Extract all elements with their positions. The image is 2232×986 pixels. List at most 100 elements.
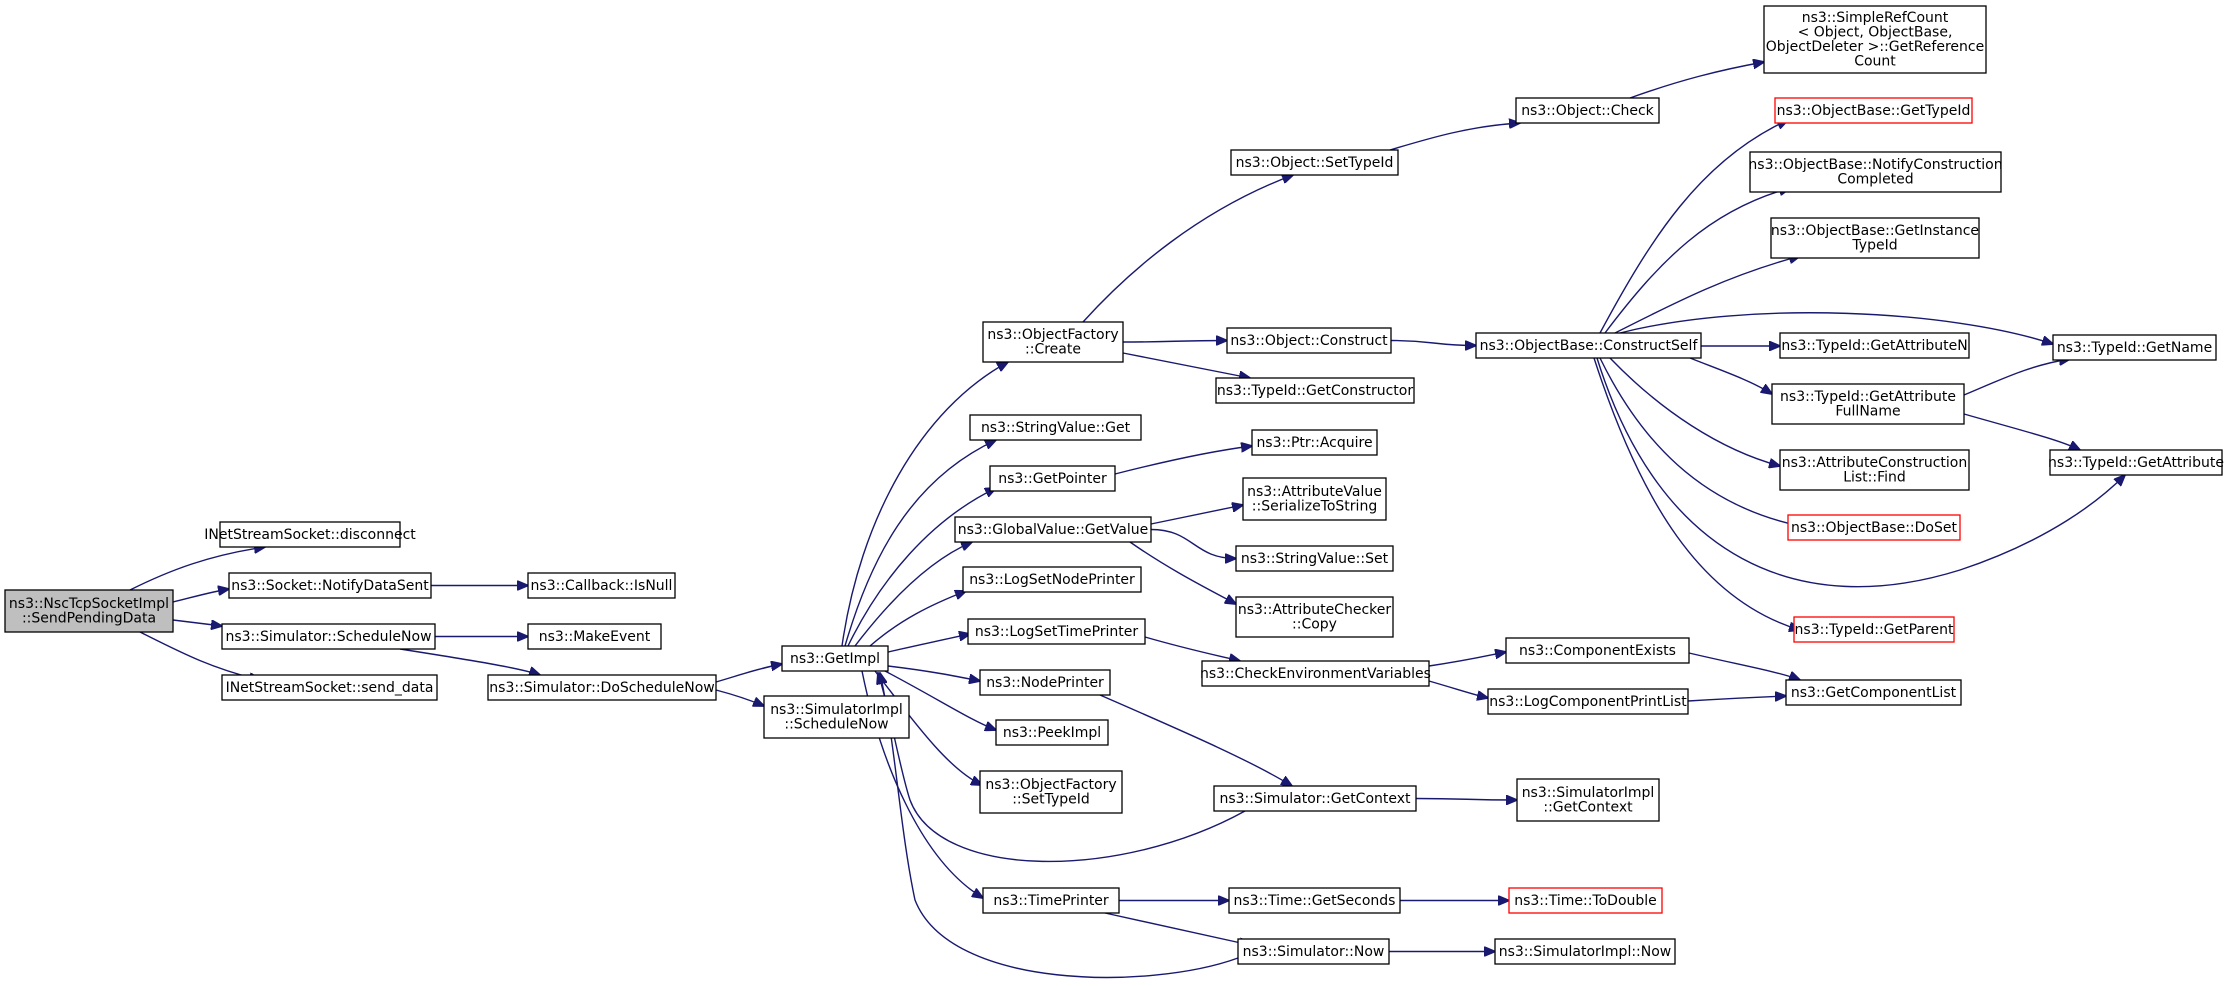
node-objsettypeid[interactable]: ns3::Object::SetTypeId: [1230, 149, 1399, 176]
node-obconstructself[interactable]: ns3::ObjectBase::ConstructSelf: [1475, 332, 1702, 359]
node-getimpl[interactable]: ns3::GetImpl: [781, 645, 889, 672]
call-edge-simnow-to-getimpl: [880, 673, 1239, 979]
call-edge-getimpl-to-ofsettypeid: [874, 670, 982, 785]
call-edge-ofcreate-to-getconstructor: [1122, 352, 1250, 378]
node-obgettypeid[interactable]: ns3::ObjectBase::GetTypeId: [1774, 97, 1973, 124]
node-box: [781, 645, 889, 672]
node-label: ns3::TypeId::GetConstructor: [1217, 383, 1413, 399]
node-label: ns3::GlobalValue::GetValue: [958, 522, 1148, 538]
node-obdoset[interactable]: ns3::ObjectBase::DoSet: [1787, 514, 1961, 541]
node-label: ns3::GetComponentList: [1791, 685, 1957, 701]
node-label: ns3::LogSetTimePrinter: [975, 624, 1139, 640]
node-strset[interactable]: ns3::StringValue::Set: [1235, 545, 1394, 572]
node-box: [1494, 938, 1676, 965]
node-tidgetname[interactable]: ns3::TypeId::GetName: [2052, 334, 2217, 361]
node-box: [1230, 149, 1399, 176]
node-doschednow[interactable]: ns3::Simulator::DoScheduleNow: [487, 674, 717, 701]
node-simgetcontext[interactable]: ns3::Simulator::GetContext: [1213, 785, 1417, 812]
node-label: ObjectDeleter >::GetReference: [1766, 39, 1984, 55]
node-label: < Object, ObjectBase,: [1798, 25, 1953, 41]
node-box: [979, 669, 1111, 696]
call-edge-getimpl-to-lognode: [869, 591, 966, 647]
node-box: [962, 566, 1142, 593]
node-getcomplist[interactable]: ns3::GetComponentList: [1785, 679, 1962, 706]
node-box: [1516, 778, 1660, 822]
call-edge-obconstructself-to-tidgetname: [1619, 312, 2053, 344]
node-label: TypeId: [1851, 238, 1897, 254]
node-label: ns3::PeekImpl: [1003, 725, 1101, 741]
node-box: [995, 719, 1109, 746]
node-tidgetattrn[interactable]: ns3::TypeId::GetAttributeN: [1779, 332, 1970, 359]
node-simimplgetctx[interactable]: ns3::SimulatorImpl::GetContext: [1516, 778, 1660, 822]
node-box: [1515, 97, 1660, 124]
node-disconnect[interactable]: INetStreamSocket::disconnect: [204, 521, 416, 548]
node-ofcreate[interactable]: ns3::ObjectFactory::Create: [982, 321, 1124, 363]
node-objconstruct[interactable]: ns3::Object::Construct: [1226, 327, 1392, 354]
call-edge-objcheck-to-simplerefcount: [1629, 62, 1764, 99]
node-box: [1251, 429, 1378, 456]
node-strget[interactable]: ns3::StringValue::Get: [969, 414, 1142, 441]
node-simimplsched[interactable]: ns3::SimulatorImpl::ScheduleNow: [763, 695, 910, 739]
node-simimplnow[interactable]: ns3::SimulatorImpl::Now: [1494, 938, 1676, 965]
node-checkenv[interactable]: ns3::CheckEnvironmentVariables: [1200, 660, 1431, 687]
node-box: [1779, 449, 1970, 491]
node-objcheck[interactable]: ns3::Object::Check: [1515, 97, 1660, 124]
call-edge-obconstructself-to-tidgetattrfull: [1689, 357, 1772, 394]
node-senddata[interactable]: INetStreamSocket::send_data: [221, 674, 438, 701]
node-label: List::Find: [1843, 470, 1906, 486]
node-tidgetparent[interactable]: ns3::TypeId::GetParent: [1793, 616, 1955, 643]
node-box: [527, 623, 662, 650]
node-label: ns3::SimulatorImpl::Now: [1499, 944, 1672, 960]
node-tidgetattr[interactable]: ns3::TypeId::GetAttribute: [2048, 449, 2224, 476]
node-simplerefcount[interactable]: ns3::SimpleRefCount< Object, ObjectBase,…: [1763, 5, 1987, 74]
node-label: Count: [1854, 54, 1896, 70]
node-notifyds[interactable]: ns3::Socket::NotifyDataSent: [228, 572, 432, 599]
node-peekimpl[interactable]: ns3::PeekImpl: [995, 719, 1109, 746]
node-label: ns3::TypeId::GetAttributeN: [1781, 338, 1967, 354]
node-simnow[interactable]: ns3::Simulator::Now: [1237, 938, 1390, 965]
node-label: ns3::Time::ToDouble: [1514, 893, 1657, 909]
node-logcomplist[interactable]: ns3::LogComponentPrintList: [1487, 688, 1689, 715]
node-label: ns3::LogComponentPrintList: [1489, 694, 1687, 710]
node-box: [1749, 151, 2002, 193]
node-root[interactable]: ns3::NscTcpSocketImpl::SendPendingData: [4, 589, 174, 633]
node-box: [228, 572, 432, 599]
node-label: ns3::TypeId::GetAttribute: [1780, 389, 1956, 405]
node-label: ns3::TypeId::GetParent: [1795, 622, 1954, 638]
node-isnull[interactable]: ns3::Callback::IsNull: [527, 572, 676, 599]
node-obnotify[interactable]: ns3::ObjectBase::NotifyConstructionCompl…: [1748, 151, 2003, 193]
call-edge-obconstructself-to-tidgetattr: [1596, 357, 2125, 588]
node-compexists[interactable]: ns3::ComponentExists: [1505, 637, 1690, 664]
node-gvgetvalue[interactable]: ns3::GlobalValue::GetValue: [954, 516, 1152, 543]
node-box: [1505, 637, 1690, 664]
call-edge-obconstructself-to-tidgetparent: [1593, 357, 1800, 630]
node-box: [1774, 97, 1973, 124]
call-edge-ofcreate-to-objconstruct: [1122, 341, 1227, 343]
node-label: ns3::GetImpl: [790, 651, 880, 667]
node-timegetsec[interactable]: ns3::Time::GetSeconds: [1228, 887, 1401, 914]
node-label: ::SendPendingData: [22, 611, 156, 627]
node-schednow[interactable]: ns3::Simulator::ScheduleNow: [221, 623, 436, 650]
node-nodeprinter[interactable]: ns3::NodePrinter: [979, 669, 1111, 696]
node-avserialize[interactable]: ns3::AttributeValue::SerializeToString: [1242, 477, 1387, 521]
node-makeevent[interactable]: ns3::MakeEvent: [527, 623, 662, 650]
node-box: [1228, 887, 1401, 914]
node-getpointer[interactable]: ns3::GetPointer: [989, 465, 1116, 492]
node-lognode[interactable]: ns3::LogSetNodePrinter: [962, 566, 1142, 593]
node-logtime[interactable]: ns3::LogSetTimePrinter: [967, 618, 1146, 645]
node-ptracquire[interactable]: ns3::Ptr::Acquire: [1251, 429, 1378, 456]
node-box: [1771, 383, 1965, 425]
node-timeprinter[interactable]: ns3::TimePrinter: [982, 887, 1120, 914]
call-edge-obconstructself-to-acfind: [1609, 357, 1780, 466]
node-timetodouble[interactable]: ns3::Time::ToDouble: [1508, 887, 1663, 914]
node-box: [1779, 332, 1970, 359]
node-label: ::SerializeToString: [1252, 499, 1377, 515]
node-accopy[interactable]: ns3::AttributeChecker::Copy: [1235, 596, 1394, 638]
node-ofsettypeid[interactable]: ns3::ObjectFactory::SetTypeId: [979, 770, 1123, 814]
node-box: [1487, 688, 1689, 715]
call-edge-logcomplist-to-getcomplist: [1687, 696, 1786, 702]
node-getconstructor[interactable]: ns3::TypeId::GetConstructor: [1215, 377, 1415, 404]
